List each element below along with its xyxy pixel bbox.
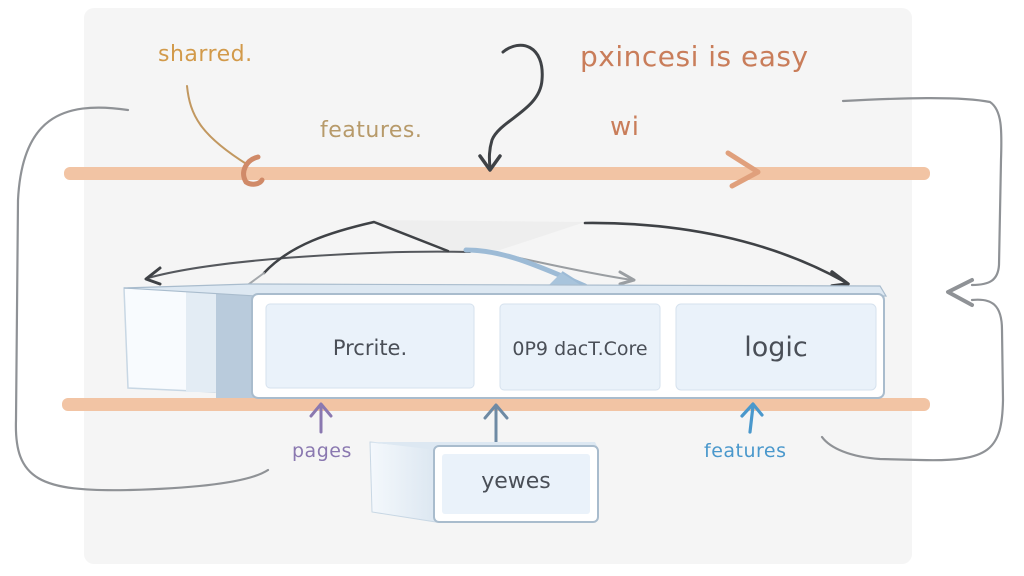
arc-arrowhead-icon [830,270,850,288]
main-block-corner-shade [216,292,256,398]
peak-arrow [262,220,450,275]
right-loop-arrowhead-icon [946,278,974,307]
lower-box-label: yewes [481,469,551,494]
right-loop-lower-connector [820,298,1005,462]
features-arrowhead-icon [740,402,764,418]
faint-wedge [372,220,585,252]
features-up-arrow [748,404,755,434]
annotation-wi: wi [610,112,640,142]
layer-label-prcrite: Prcrite. [332,336,408,360]
lower-box-inner [442,454,590,514]
shared-arrowhead-icon [241,154,265,187]
left-loop-connector [14,106,270,492]
pages-arrowhead-icon [309,402,333,418]
layer-label-core: 0P9 dacT.Core [512,338,648,360]
annotation-headline: pxincesi is easy [580,40,809,73]
layer-cell-core [499,303,661,391]
annotation-features-top: features. [320,118,423,143]
annotation-pages: pages [292,440,352,462]
annotation-shared: sharred. [158,42,253,67]
layer-cell-logic [675,303,877,391]
left-arrowhead-icon [144,266,162,286]
top-band [64,167,930,180]
arrow-to-left-block [147,250,471,279]
layer-label-logic: logic [744,332,808,363]
layer-cell-prcrite [265,303,475,389]
curly-arrowhead-icon [478,154,502,172]
annotation-features-bottom: features [704,440,787,462]
main-block-left-face-shade [186,290,216,392]
lower-box-side [369,441,437,523]
shared-arrow [186,85,249,166]
wi-chevron-icon [725,150,761,189]
arc-to-logic [583,221,847,284]
right-loop-connector [841,97,1003,287]
yewes-arrowhead-icon [483,403,509,420]
gray-arrowhead-icon [618,270,636,286]
curly-down-arrow [487,43,544,170]
